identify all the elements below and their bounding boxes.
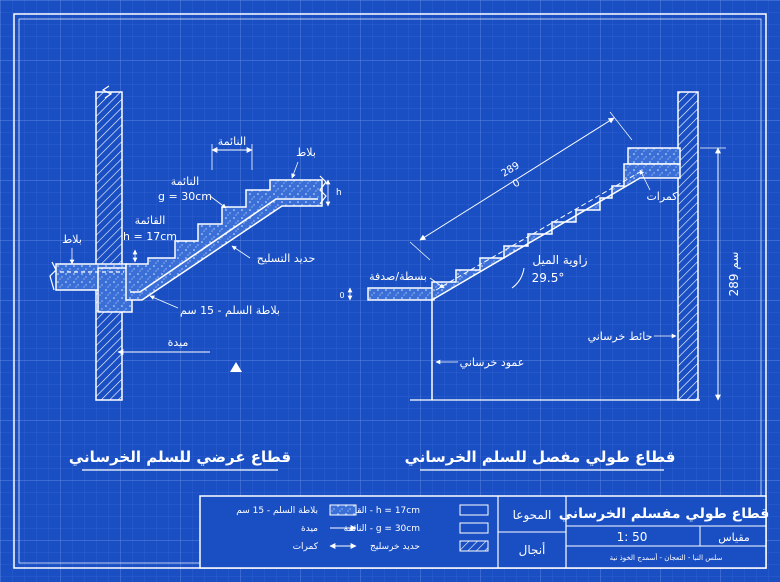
label-landing-top: بلاط	[296, 146, 316, 159]
label-height: 289 سم	[727, 252, 741, 297]
legend-item-tread: النائمة - g = 30cm	[344, 524, 420, 534]
level-marker	[230, 362, 242, 372]
label-column: عمود خرساني	[460, 356, 525, 369]
label-riser: القائمة	[135, 214, 166, 227]
left-wall	[95, 91, 123, 401]
legend-item-riser: القائمة - h = 17cm	[342, 506, 420, 516]
label-small-dim: 0	[339, 291, 344, 300]
legend-item-beam: ميدة	[301, 524, 318, 534]
label-landing-left: بلاط	[62, 233, 82, 246]
legend-item-rebar: حديد خرسليج	[370, 542, 420, 552]
label-angle-value: 29.5°	[532, 271, 565, 285]
legend-item-slab: بلاطة السلم - 15 سم	[236, 506, 318, 516]
scale-label: مقياس	[718, 531, 750, 544]
label-length-sym: 0	[511, 178, 522, 191]
rebar-line	[130, 198, 318, 293]
label-landing: بسطة/صدفة	[369, 270, 427, 283]
top-landing	[627, 147, 681, 165]
label-slab: بلاطة السلم - 15 سم	[180, 304, 280, 317]
label-beams: كمرات	[646, 190, 678, 203]
cross-section-drawing: النائمة بلاط h النائمة g = 30cm القائمة …	[49, 85, 342, 471]
stair-slab	[125, 179, 323, 301]
right-wall	[677, 91, 699, 401]
left-drawing-title: قطاع عرضي للسلم الخرساني	[69, 448, 291, 466]
label-tread: النائمة	[171, 175, 199, 188]
designer-label: المحوعا	[513, 508, 552, 523]
legend: القائمة - h = 17cm النائمة - g = 30cm حد…	[236, 504, 489, 552]
title-block-main: قطاع طولي مفسلم الخرساني	[559, 506, 770, 522]
footer-note: سلس النبا - التعجان - أسمدج الخوذ نية	[610, 553, 723, 562]
label-beam: ميدة	[168, 336, 189, 349]
longitudinal-section-drawing: 289 0 كمرات زاوية الميل 29.5° بسطة/صدفة …	[339, 91, 741, 471]
legend-item-beams: كمرات	[293, 542, 319, 552]
right-drawing-title: قطاع طولي مفصل للسلم الخرساني	[405, 448, 676, 466]
label-wall: حائط خرساني	[588, 330, 653, 343]
label-h: h = 17cm	[123, 230, 177, 243]
label-dim-h: h	[336, 188, 342, 198]
label-angle: زاوية الميل	[532, 253, 587, 268]
length-dimension	[419, 117, 615, 241]
label-g: g = 30cm	[158, 190, 212, 203]
bottom-landing	[367, 287, 435, 301]
label-tread-top: النائمة	[218, 135, 246, 148]
scale-value: 1: 50	[617, 530, 648, 544]
title-block: قطاع طولي مفسلم الخرساني مقياس 1: 50 سلس…	[199, 495, 770, 569]
designer-value: أنجال	[519, 542, 546, 557]
label-rebar: حديد التسليح	[257, 252, 316, 265]
